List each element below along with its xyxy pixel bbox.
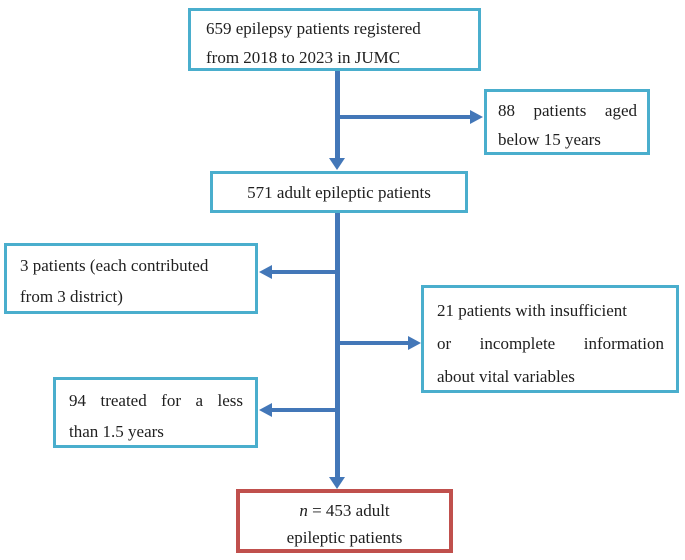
registered-patients-box: 659 epilepsy patients registered from 20… [188, 8, 481, 71]
box-text-line: about vital variables [437, 367, 575, 386]
arrowhead-right-icon [408, 336, 421, 350]
box-text-line: below 15 years [498, 130, 601, 149]
box-text-line: n = 453 adult [299, 501, 390, 520]
arrow-registered-to-adult [335, 71, 340, 158]
box-text-line: 94 treated for a less [69, 391, 243, 410]
box-text-line: 3 patients (each contributed [20, 256, 209, 275]
adult-patients-box: 571 adult epileptic patients [210, 171, 468, 213]
excluded-under-15-box: 88 patients aged below 15 years [484, 89, 650, 155]
arrow-adult-to-final [335, 213, 340, 477]
excluded-incomplete-info-box: 21 patients with insufficient or incompl… [421, 285, 679, 393]
arrowhead-down-icon [329, 477, 345, 489]
box-text-line: 88 patients aged [498, 101, 637, 120]
box-text-line: or incomplete information [437, 334, 664, 353]
box-text-line: 659 epilepsy patients registered [206, 19, 421, 38]
n-variable: n [299, 501, 308, 520]
box-text-line: 21 patients with insufficient [437, 301, 627, 320]
arrow-branch-short-treatment [272, 408, 338, 412]
arrowhead-left-icon [259, 403, 272, 417]
excluded-district-box: 3 patients (each contributed from 3 dist… [4, 243, 258, 314]
box-text-line: from 3 district) [20, 287, 123, 306]
box-text-line: than 1.5 years [69, 422, 164, 441]
box-text-line: 571 adult epileptic patients [247, 183, 431, 202]
arrowhead-left-icon [259, 265, 272, 279]
box-text-line: from 2018 to 2023 in JUMC [206, 48, 401, 67]
final-sample-box: n = 453 adult epileptic patients [236, 489, 453, 553]
arrow-branch-under-15 [337, 115, 470, 119]
arrow-branch-district [272, 270, 338, 274]
arrowhead-right-icon [470, 110, 483, 124]
excluded-short-treatment-box: 94 treated for a less than 1.5 years [53, 377, 258, 448]
arrow-branch-incomplete-info [337, 341, 408, 345]
box-text-line: epileptic patients [286, 528, 403, 547]
arrowhead-down-icon [329, 158, 345, 170]
